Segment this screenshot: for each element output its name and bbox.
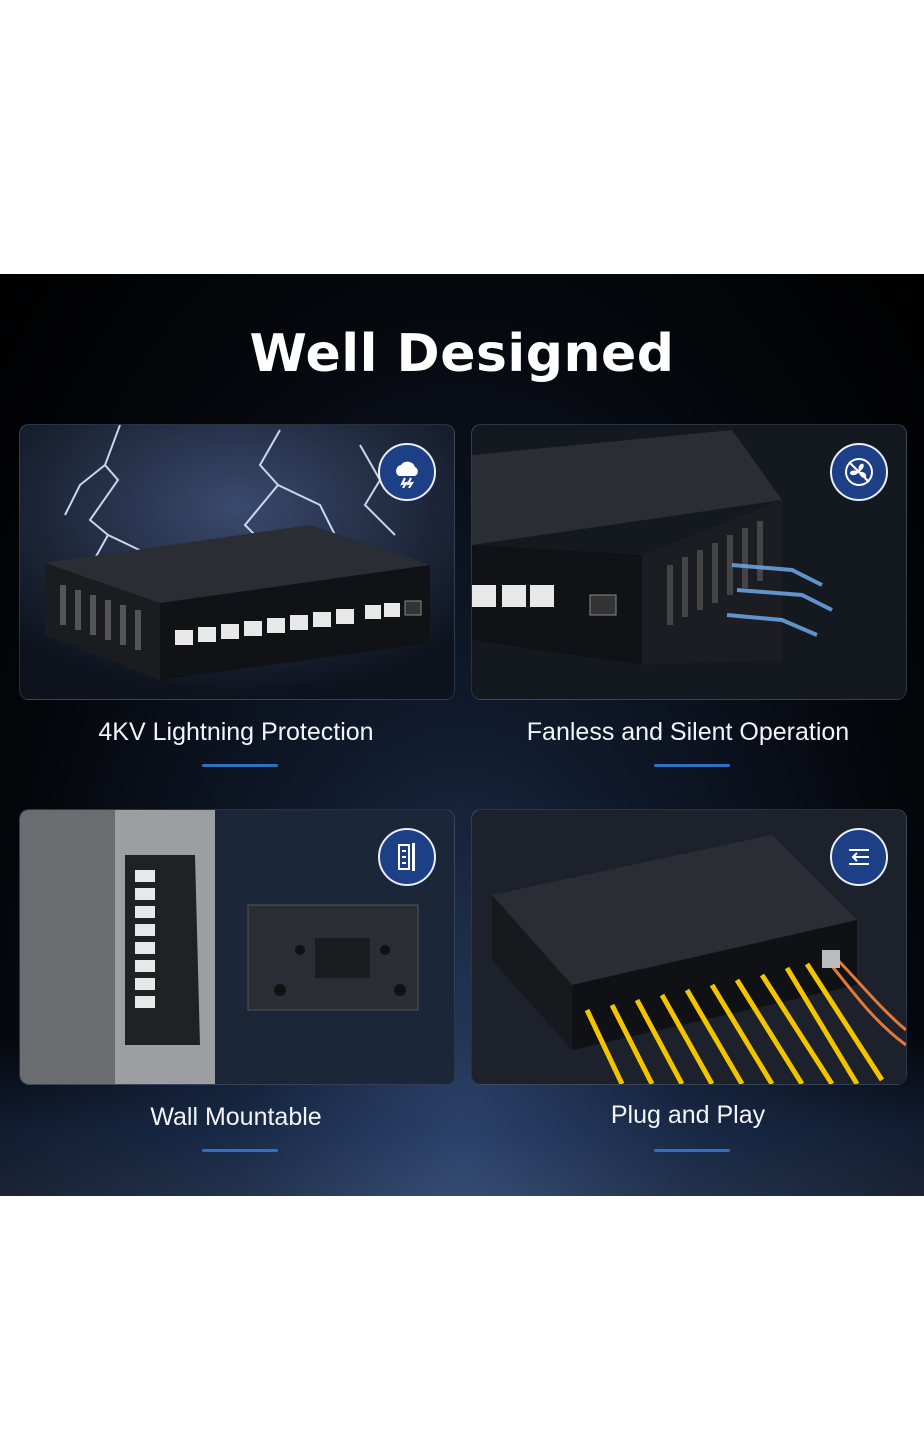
feature-caption-fanless: Fanless and Silent Operation — [526, 718, 850, 746]
plug-play-card — [471, 809, 907, 1085]
feature-caption-wall-mount: Wall Mountable — [150, 1103, 322, 1131]
wall-mount-icon — [378, 828, 436, 886]
lightning-card — [19, 424, 455, 700]
storm-cloud-icon — [378, 443, 436, 501]
feature-caption-plug-play: Plug and Play — [610, 1101, 766, 1129]
wall-mount-card — [19, 809, 455, 1085]
caption-underline — [202, 764, 278, 767]
fanless-card — [471, 424, 907, 700]
page-title: Well Designed — [249, 324, 675, 384]
feature-caption-lightning: 4KV Lightning Protection — [98, 718, 374, 746]
no-fan-icon — [830, 443, 888, 501]
feature-banner: Well Designed — [0, 274, 924, 1196]
caption-underline — [654, 1149, 730, 1152]
caption-underline — [654, 764, 730, 767]
caption-underline — [202, 1149, 278, 1152]
plug-play-icon — [830, 828, 888, 886]
